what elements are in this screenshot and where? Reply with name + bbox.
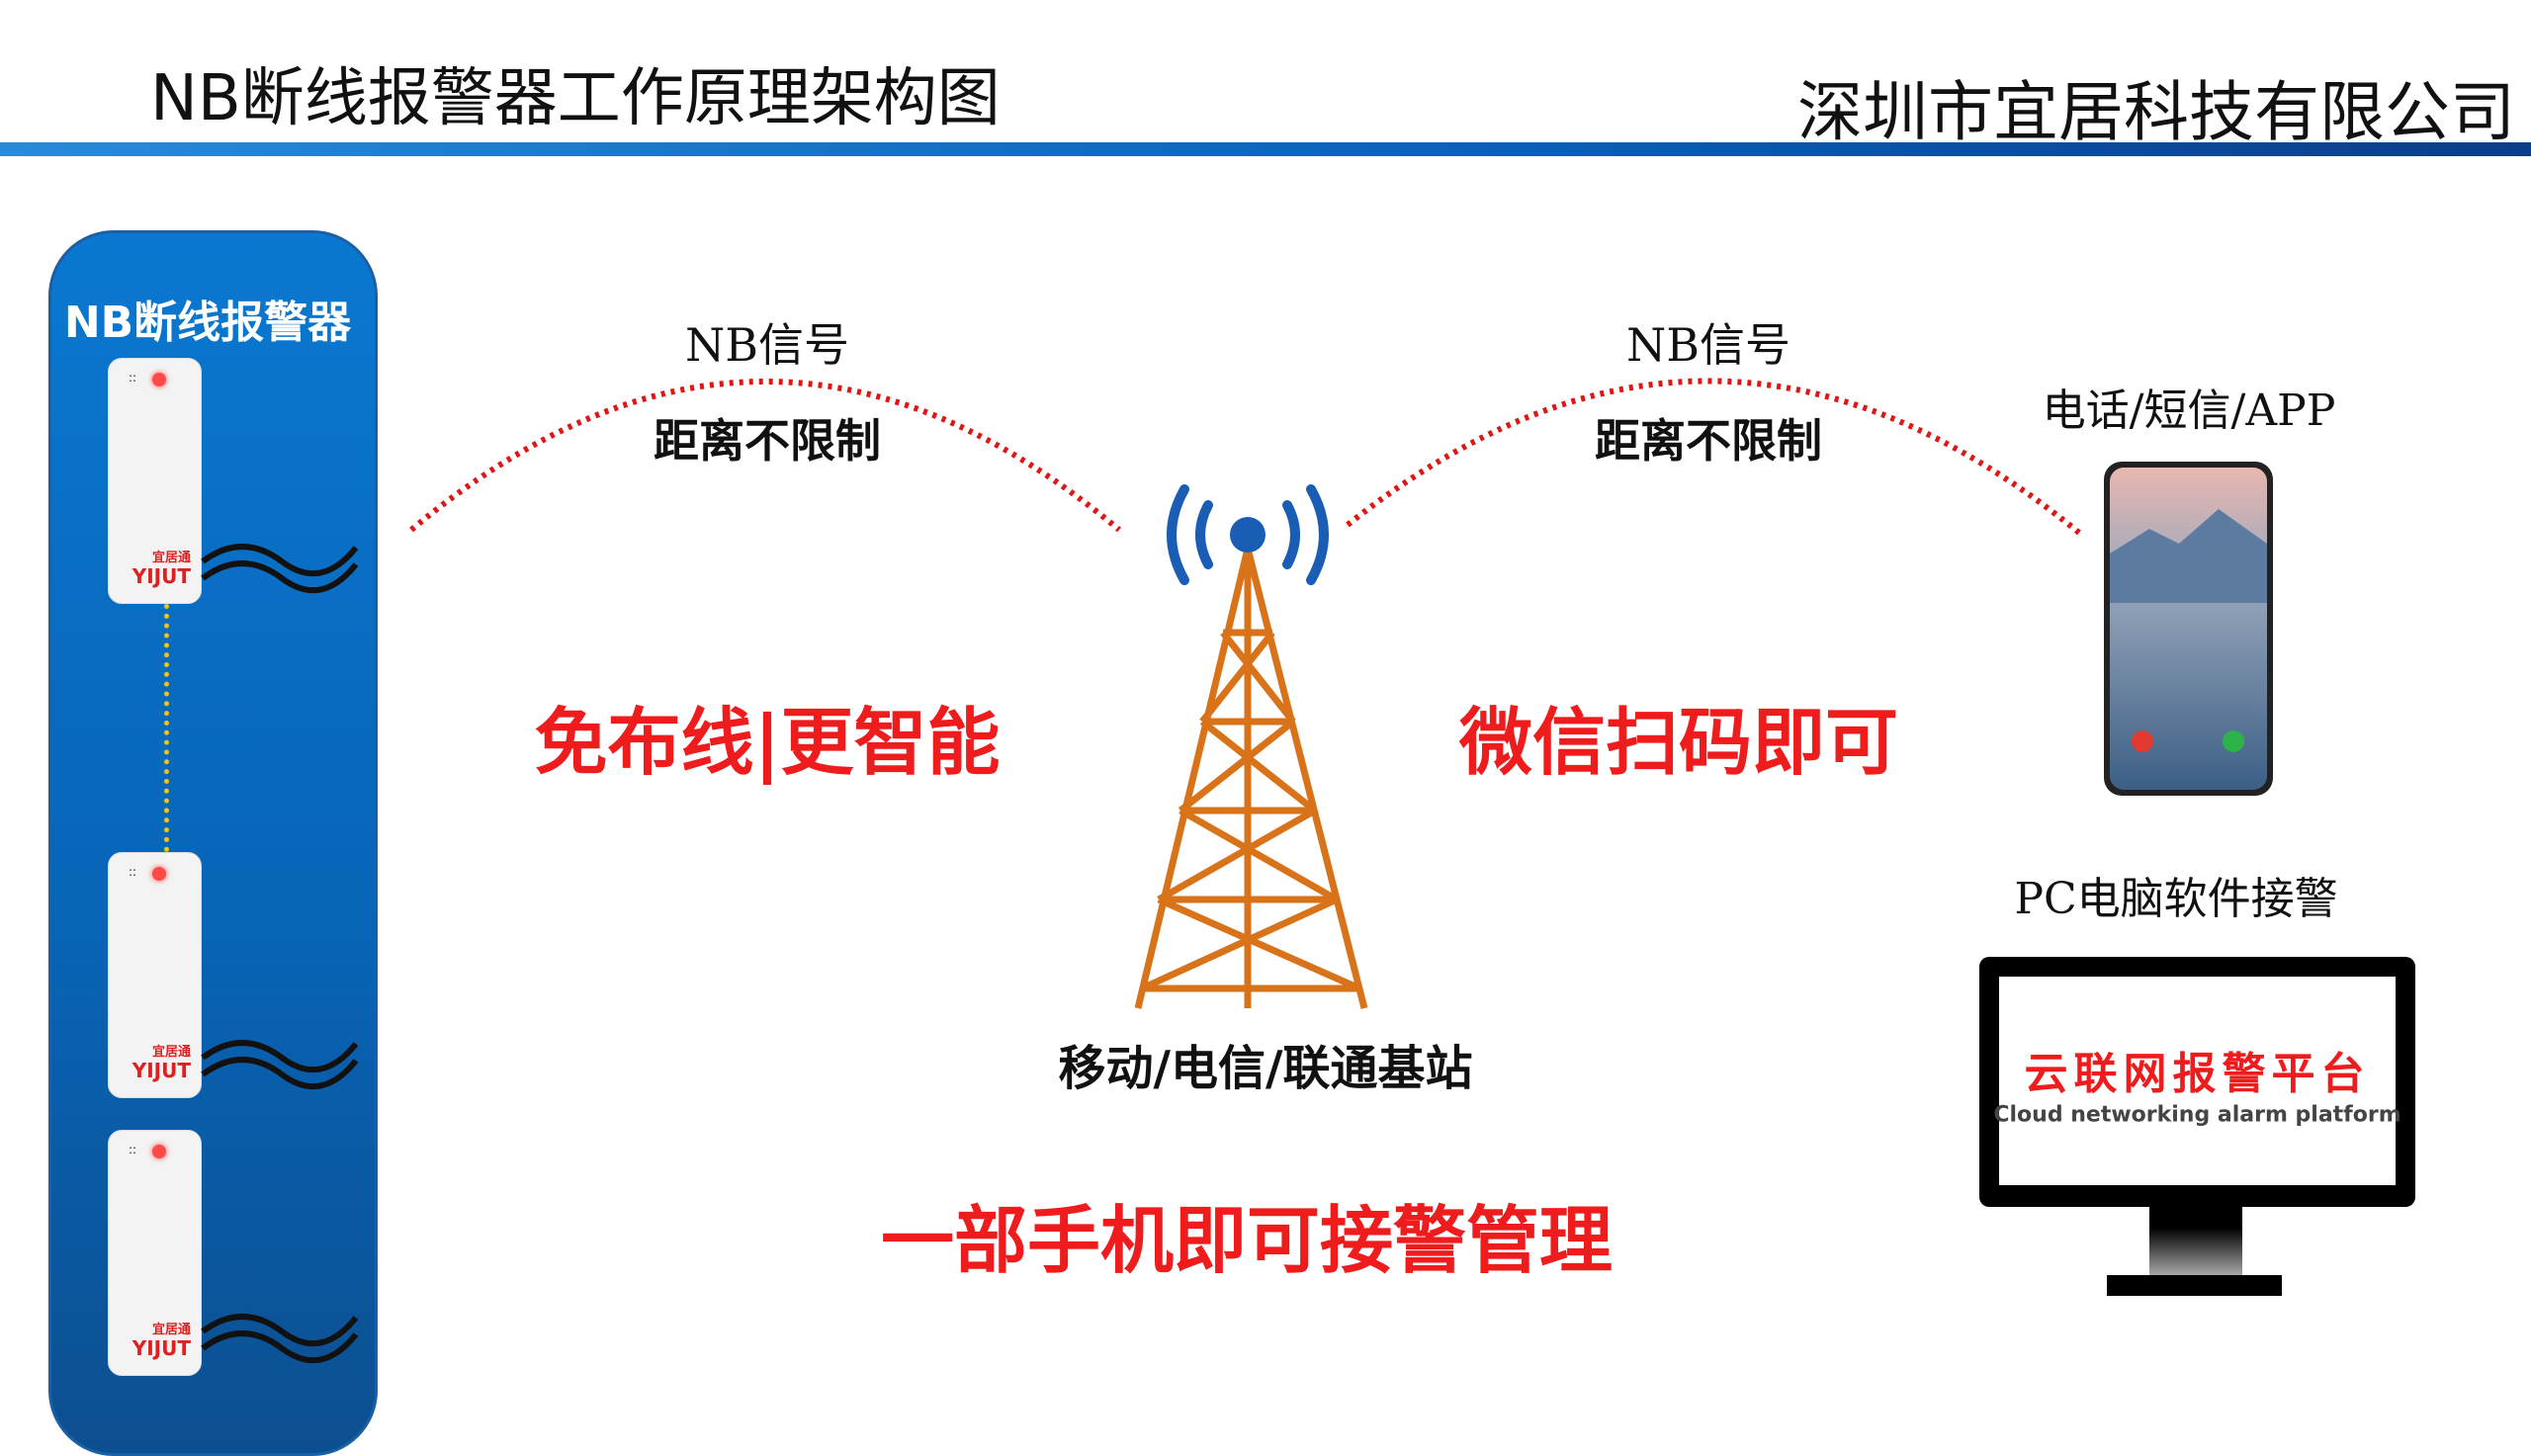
diagram-graphics [201,378,2282,1364]
brand-en: YIJUT [131,564,191,588]
right-distance-label: 距离不限制 [1595,414,1822,468]
brand-en: YIJUT [131,1059,191,1082]
led-indicator [152,373,166,386]
brand-cn: 宜居通 [151,1323,191,1337]
pc-label: PC电脑软件接警 [2014,874,2338,924]
device-connector-line [164,604,169,852]
slogan-left: 免布线|更智能 [534,700,1001,786]
led-indicator [152,1145,166,1158]
brand-cn: 宜居通 [151,551,191,565]
antenna-icon [1230,517,1266,553]
panel-title: NB断线报警器 [63,298,352,348]
speaker-icon: :: [129,1143,137,1156]
speaker-icon: :: [129,371,137,385]
signal-arc-right [1346,378,2081,536]
speaker-icon: :: [129,865,137,879]
brand-en: YIJUT [131,1336,191,1360]
left-signal-label: NB信号 [684,318,850,372]
phone-label: 电话/短信/APP [2042,385,2336,436]
platform-title: 云联网报警平台 [2024,1049,2371,1099]
monitor-icon: 云联网报警平台 Cloud networking alarm platform [1979,957,2415,1207]
header-divider [0,142,2531,156]
platform-subtitle: Cloud networking alarm platform [1993,1102,2401,1128]
page-title: NB断线报警器工作原理架构图 [150,62,1001,135]
tower-icon [1134,548,1368,1009]
phone-icon [2104,462,2273,796]
monitor-stand-icon [2107,1207,2282,1296]
slogan-bottom: 一部手机即可接警管理 [881,1198,1613,1284]
led-indicator [152,867,166,881]
tower-label: 移动/电信/联通基站 [1058,1041,1473,1096]
company-name: 深圳市宜居科技有限公司 [1797,74,2515,150]
device-panel [48,230,378,1456]
brand-cn: 宜居通 [151,1045,191,1060]
slogan-right: 微信扫码即可 [1459,700,1898,786]
left-distance-label: 距离不限制 [654,414,881,468]
right-signal-label: NB信号 [1625,318,1791,372]
wire-wave-icons [201,544,359,1364]
radio-waves-icon [1167,484,1329,585]
